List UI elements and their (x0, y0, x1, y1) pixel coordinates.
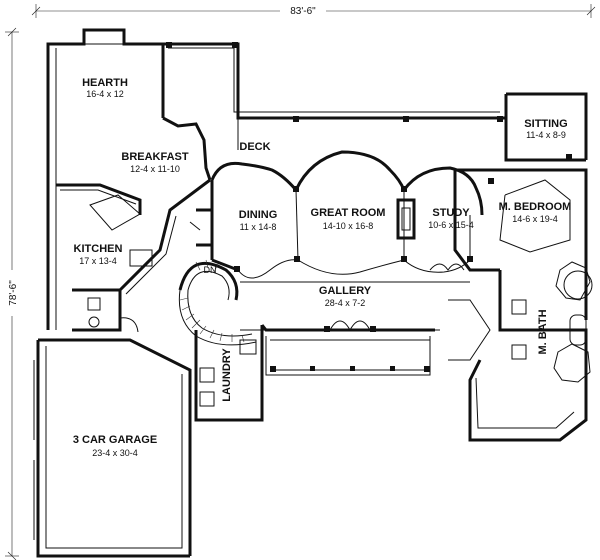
room-breakfast-dim: 12-4 x 11-10 (130, 164, 180, 174)
room-deck-name: DECK (239, 141, 270, 153)
overall-width-label: 83'-6" (290, 6, 316, 17)
master-wing-walls (448, 92, 593, 442)
exterior-walls (36, 28, 435, 558)
kitchen-walls (56, 178, 257, 407)
room-labels: HEARTH 16-4 x 12 BREAKFAST 12-4 x 11-10 … (73, 77, 572, 458)
garage-doors (33, 360, 186, 557)
room-study-dim: 10-6 x 15-4 (428, 220, 474, 230)
room-hearth-name: HEARTH (82, 77, 128, 89)
room-gallery-name: GALLERY (319, 285, 372, 297)
overall-depth-label: 78'-6" (8, 280, 19, 306)
room-kitchen-name: KITCHEN (74, 243, 123, 255)
room-m-bedroom-name: M. BEDROOM (499, 201, 572, 213)
gallery-walls (240, 281, 470, 372)
room-dining-name: DINING (239, 209, 278, 221)
room-m-bedroom-dim: 14-6 x 19-4 (512, 214, 558, 224)
room-garage-name: 3 CAR GARAGE (73, 434, 157, 446)
room-kitchen-dim: 17 x 13-4 (79, 256, 117, 266)
room-sitting-dim: 11-4 x 8-9 (526, 130, 566, 140)
room-hearth-dim: 16-4 x 12 (86, 89, 124, 99)
room-great-room-dim: 14-10 x 16-8 (323, 221, 374, 231)
overall-width-dimension: 83'-6" (31, 3, 596, 18)
stair-down-label: DN (204, 265, 217, 275)
room-garage-dim: 23-4 x 30-4 (92, 448, 138, 458)
room-dining-dim: 11 x 14-8 (240, 222, 277, 232)
overall-depth-dimension: 78'-6" (3, 27, 21, 560)
room-laundry-name: LAUNDRY (221, 348, 233, 402)
room-breakfast-name: BREAKFAST (121, 151, 189, 163)
room-gallery-dim: 28-4 x 7-2 (325, 298, 366, 308)
room-m-bath-name: M. BATH (537, 309, 549, 354)
deck-outline (163, 42, 508, 150)
room-sitting-name: SITTING (524, 118, 567, 130)
stair (178, 259, 257, 346)
room-great-room-name: GREAT ROOM (311, 207, 386, 219)
room-study-name: STUDY (432, 207, 470, 219)
